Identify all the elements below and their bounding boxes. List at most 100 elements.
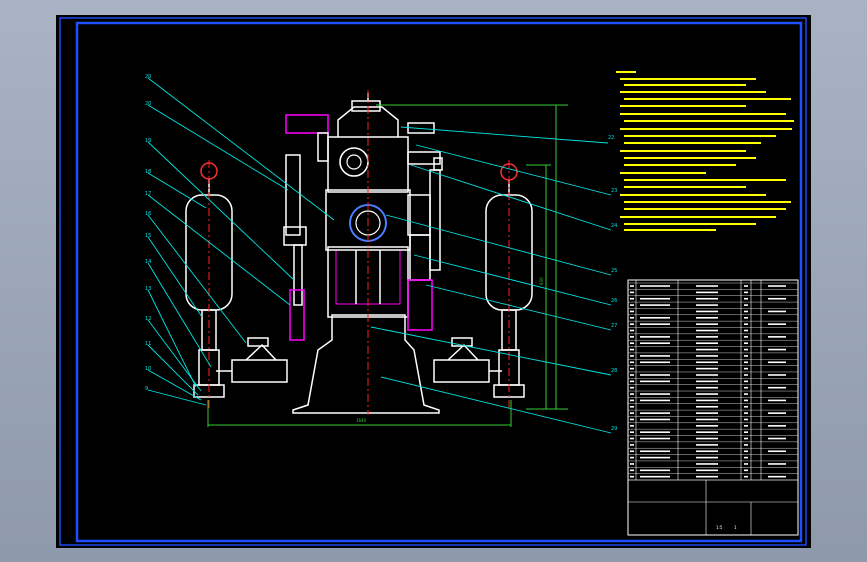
parts-list-glyph [630, 355, 634, 357]
parts-list-glyph [630, 393, 634, 395]
flywheel [339, 147, 387, 242]
parts-list-glyph [640, 450, 670, 453]
parts-list-glyph [768, 450, 786, 453]
parts-list-glyph [630, 316, 634, 319]
parts-list-glyph [630, 475, 634, 478]
parts-list-glyph [744, 463, 748, 465]
parts-list-glyph [696, 348, 718, 351]
parts-list-glyph [744, 329, 748, 332]
parts-list-glyph [744, 412, 748, 414]
parts-list-glyph [696, 393, 718, 395]
parts-list-glyph [640, 431, 670, 433]
outer-border [59, 17, 807, 546]
parts-list-glyph [696, 367, 718, 370]
parts-list-glyph [744, 374, 748, 376]
parts-list-glyph [640, 380, 670, 383]
parts-list-glyph [744, 355, 748, 357]
parts-list-glyph [744, 304, 748, 306]
parts-list-glyph [630, 367, 634, 370]
parts-list-glyph [744, 316, 748, 319]
parts-list-glyph [744, 437, 748, 440]
parts-list-glyph [768, 323, 786, 325]
parts-list-glyph [630, 323, 634, 325]
parts-list-glyph [696, 405, 718, 408]
svg-text:19: 19 [145, 138, 151, 144]
parts-list-glyph [630, 418, 634, 421]
parts-list-glyph [696, 329, 718, 332]
parts-list-glyph [768, 386, 786, 389]
parts-list-glyph [696, 444, 718, 446]
parts-list-glyph [640, 374, 670, 376]
parts-list-glyph [696, 399, 718, 402]
parts-list-glyph [744, 450, 748, 453]
parts-list-glyph [696, 361, 718, 364]
svg-text:23: 23 [611, 188, 617, 194]
svg-text:22: 22 [608, 135, 614, 141]
svg-text:26: 26 [611, 298, 617, 304]
parts-list-glyph [630, 431, 634, 433]
right-valve [433, 337, 502, 383]
svg-text:11: 11 [145, 341, 151, 347]
parts-list-glyph [744, 310, 748, 313]
parts-list-glyph [744, 380, 748, 383]
parts-list-glyph [696, 316, 718, 319]
parts-list-glyph [768, 374, 786, 376]
parts-list-glyph [640, 456, 670, 459]
left-pipe [285, 154, 301, 236]
parts-list-glyph [630, 361, 634, 364]
parts-list-glyph [744, 291, 748, 294]
parts-list-glyph [640, 285, 670, 287]
parts-list-glyph [640, 316, 670, 319]
svg-text:16: 16 [145, 211, 151, 217]
svg-text:14: 14 [145, 259, 151, 265]
parts-list-glyph [768, 348, 786, 351]
parts-list-glyph [696, 323, 718, 325]
parts-list-glyph [744, 367, 748, 370]
svg-text:24: 24 [611, 223, 617, 229]
parts-list-glyph [744, 342, 748, 345]
parts-list-glyph [744, 456, 748, 459]
parts-list-glyph [640, 418, 670, 421]
svg-text:25: 25 [611, 268, 617, 274]
parts-list-glyph [744, 425, 748, 427]
parts-list-glyph [768, 336, 786, 338]
parts-list-glyph [696, 342, 718, 345]
parts-list-glyph [640, 361, 670, 364]
parts-list-glyph [768, 399, 786, 402]
parts-list-glyph [630, 336, 634, 338]
dimension-lines [207, 104, 568, 427]
width-dimension: 1640 [356, 418, 367, 423]
parts-list-glyph [630, 386, 634, 389]
parts-list-glyph [696, 386, 718, 389]
parts-list-glyph [640, 323, 670, 325]
parts-list-glyph [696, 304, 718, 306]
parts-list-glyph [630, 310, 634, 313]
parts-list-glyph [768, 463, 786, 465]
parts-list-glyph [768, 475, 786, 478]
parts-list-glyph [744, 386, 748, 389]
parts-list-glyph [630, 412, 634, 414]
parts-list-glyph [768, 297, 786, 300]
right-pipe [407, 194, 431, 236]
parts-list-glyph [744, 399, 748, 402]
svg-text:20: 20 [145, 101, 151, 107]
parts-list-glyph [630, 456, 634, 459]
parts-list-glyph [744, 348, 748, 351]
parts-list-glyph [630, 405, 634, 408]
parts-list-glyph [630, 304, 634, 306]
svg-text:9: 9 [145, 386, 148, 392]
parts-list-glyph [640, 475, 670, 478]
parts-list-glyph [640, 393, 670, 395]
parts-list-glyph [630, 469, 634, 472]
parts-list-glyph [744, 475, 748, 478]
parts-list-glyph [630, 450, 634, 453]
parts-list-glyph [630, 399, 634, 402]
parts-list-glyph [630, 291, 634, 294]
parts-list-glyph [744, 418, 748, 421]
parts-list-glyph [696, 431, 718, 433]
parts-list-glyph [640, 412, 670, 414]
parts-list-glyph [696, 355, 718, 357]
parts-list-glyph [744, 431, 748, 433]
title-block-sheet: 1 [734, 525, 737, 530]
parts-list-glyph [630, 374, 634, 376]
